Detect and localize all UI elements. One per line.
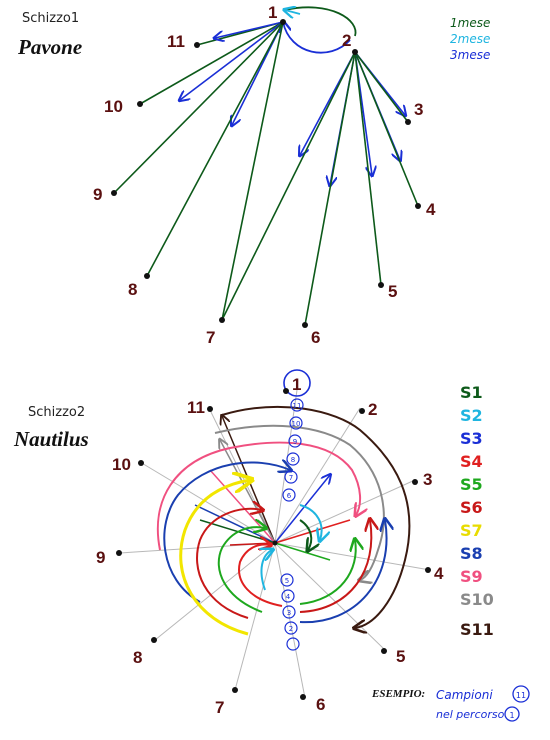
- sketch2-title: Nautilus: [13, 427, 89, 451]
- s2-node-2: 2: [368, 400, 377, 419]
- legend2-s7: S7: [460, 521, 483, 540]
- spine-label-6: 6: [287, 492, 292, 500]
- legend2-s4: S4: [460, 452, 483, 471]
- example-note: ESEMPIO: Campioni nel percorso 11 1: [371, 685, 530, 722]
- legend2-s9: S9: [460, 567, 483, 586]
- s1-node-11: 11: [167, 32, 185, 51]
- legend2-s5: S5: [460, 475, 483, 494]
- legend2-s2: S2: [460, 406, 483, 425]
- example-circle-1-label: 11: [516, 691, 526, 700]
- spine-label-3: 3: [287, 609, 291, 617]
- s2-node-6: 6: [316, 695, 325, 714]
- sketch2-legend: S1 S2 S3 S4 S5 S6 S7 S8 S9 S10 S11: [460, 383, 494, 639]
- nautilus-spine: 11 10 9 8 7 6 5 4 3 2: [280, 369, 311, 651]
- spine-label-8: 8: [291, 456, 295, 464]
- spine-label-4: 4: [286, 593, 291, 601]
- spine-label-9: 9: [293, 438, 297, 446]
- example-text-1: Campioni: [436, 688, 493, 702]
- spine-label-11: 11: [293, 402, 302, 410]
- s1-node-2: 2: [342, 31, 351, 50]
- spine-label-10: 10: [292, 420, 301, 428]
- example-circle-2-label: 1: [509, 711, 514, 720]
- s1-node-9: 9: [93, 185, 102, 204]
- example-circle-2: [504, 706, 520, 722]
- example-circle-1: [512, 685, 530, 703]
- s2-node-5: 5: [396, 647, 405, 666]
- hub-loop-arrow: [285, 10, 301, 14]
- legend2-s10: S10: [460, 590, 494, 609]
- s1-node-3: 3: [414, 100, 423, 119]
- sketch1-node-dots: [111, 19, 421, 328]
- nautilus-arcs: [156, 405, 411, 636]
- sketch2-node-labels: 1 2 3 4 5 6 7 8 9 10 11: [96, 375, 444, 717]
- hub-loop-bottom: [283, 22, 351, 54]
- nautilus-colored-spokes: [194, 416, 351, 561]
- sketch2-node-dots: [116, 388, 431, 700]
- s2-node-4: 4: [434, 564, 444, 583]
- s1-node-5: 5: [388, 282, 397, 301]
- s2-node-3: 3: [423, 470, 432, 489]
- sketch1-pavone: Schizzo1 Pavone: [17, 3, 490, 347]
- legend1-item-3: 3mese: [450, 48, 490, 62]
- spine-label-7: 7: [289, 474, 293, 482]
- hub-loop-top: [284, 6, 357, 37]
- hub1-edges: [113, 21, 284, 321]
- legend1-item-2: 2mese: [450, 32, 490, 46]
- example-text-2: nel percorso: [436, 708, 505, 721]
- legend2-s3: S3: [460, 429, 483, 448]
- s2-node-9: 9: [96, 548, 105, 567]
- sketch1-title: Pavone: [17, 35, 82, 59]
- s2-node-7: 7: [215, 698, 224, 717]
- sketch1-legend: 1mese 2mese 3mese: [450, 16, 490, 62]
- legend2-s6: S6: [460, 498, 483, 517]
- spine-label-5: 5: [285, 577, 289, 585]
- s2-node-8: 8: [133, 648, 142, 667]
- s1-node-6: 6: [311, 328, 320, 347]
- legend2-s11: S11: [460, 620, 494, 639]
- example-label: ESEMPIO:: [371, 688, 425, 700]
- s1-node-4: 4: [426, 200, 436, 219]
- sketch2-nautilus: Schizzo2 Nautilus: [13, 369, 494, 717]
- s2-node-10: 10: [112, 455, 131, 474]
- hub2-edges: [221, 51, 419, 326]
- sketch1-label: Schizzo1: [22, 11, 79, 26]
- legend1-item-1: 1mese: [450, 16, 490, 30]
- s2-node-1: 1: [292, 375, 301, 394]
- spine-label-2: 2: [289, 625, 293, 633]
- legend2-s8: S8: [460, 544, 483, 563]
- sketch2-label: Schizzo2: [28, 405, 85, 420]
- spine-sample-1: [283, 369, 311, 397]
- s1-node-1: 1: [268, 3, 277, 22]
- sketch1-node-labels: 1 2 3 4 5 6 7 8 9 10 11: [93, 3, 436, 347]
- s1-node-10: 10: [104, 97, 123, 116]
- s1-node-7: 7: [206, 328, 215, 347]
- s1-node-8: 8: [128, 280, 137, 299]
- legend2-s1: S1: [460, 383, 483, 402]
- s2-node-11: 11: [187, 398, 205, 417]
